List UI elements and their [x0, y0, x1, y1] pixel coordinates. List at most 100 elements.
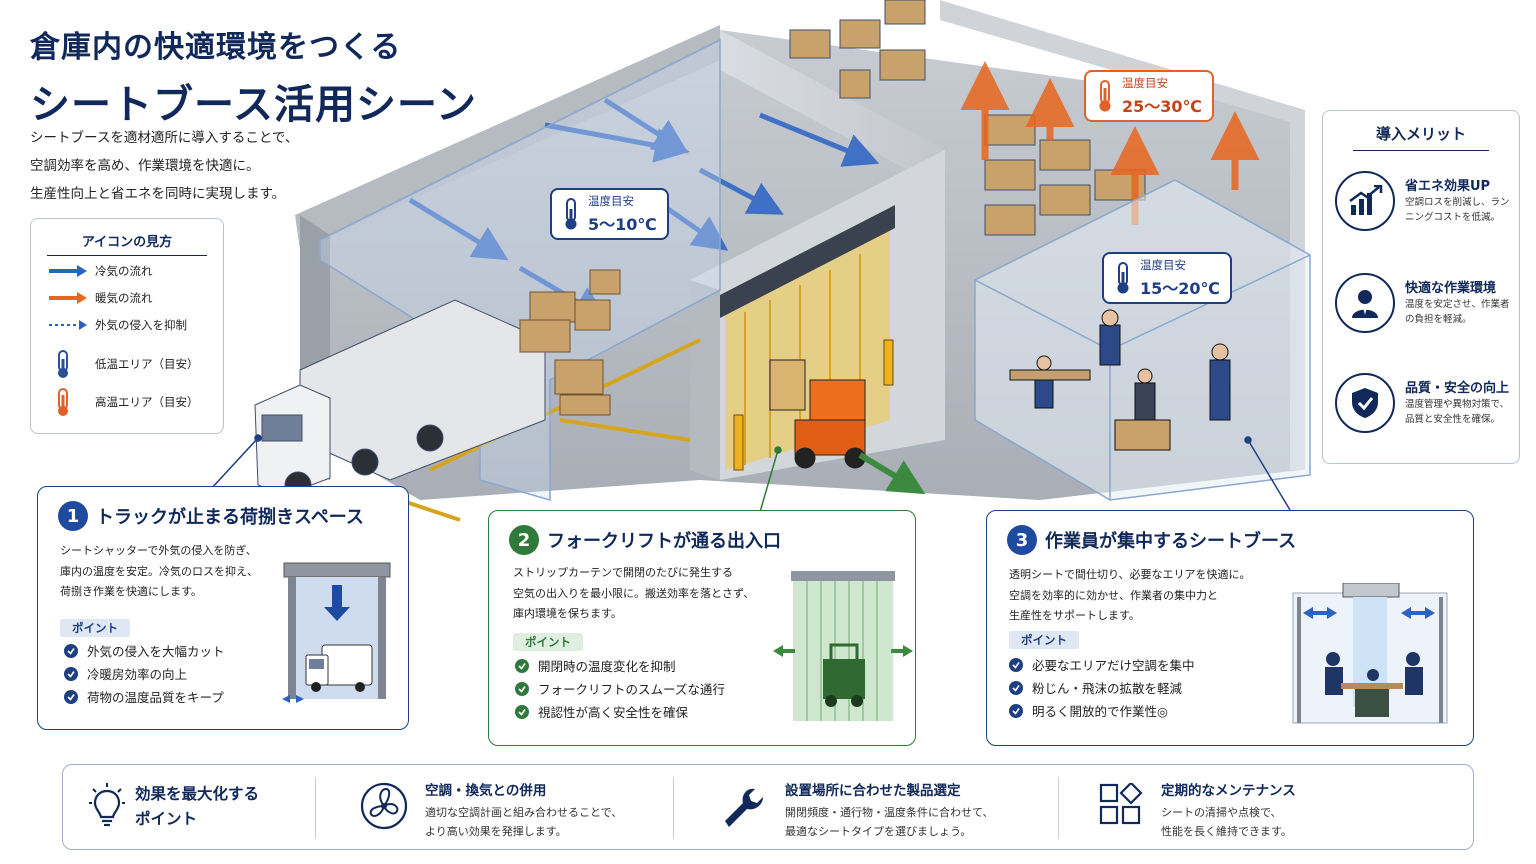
scenario-card-booth: 3 作業員が集中するシートブース 透明シートで間仕切り、必要なエリアを快適に。 …: [986, 510, 1474, 746]
partition-wall-side: [690, 280, 720, 480]
point-list: 外気の侵入を大幅カット 冷暖房効率の向上 荷物の温度品質をキープ: [64, 639, 225, 708]
temp-label: 温度目安: [1140, 258, 1186, 272]
point-list: 必要なエリアだけ空調を集中 粉じん・飛沫の拡散を軽減 明るく開放的で作業性◎: [1009, 653, 1195, 722]
forklift-path-arrow: [858, 452, 926, 495]
card-title: 作業員が集中するシートブース: [1045, 531, 1297, 552]
card-title: トラックが止まる荷捌きスペース: [96, 507, 364, 528]
temp-label: 温度目安: [588, 194, 634, 208]
merit-item: 快適な作業環境 温度を安定させ、作業者の負担を軽減。: [1335, 273, 1515, 343]
bar-chart-up-icon: [1349, 185, 1383, 215]
orange-arrow-icon: [49, 292, 87, 304]
intro-line: 生産性向上と省エネを同時に実現します。: [30, 186, 286, 202]
legend-item: 低温エリア（目安）: [47, 349, 199, 379]
hot-temp-badge: 温度目安 25〜30℃: [1084, 70, 1214, 122]
legend-label: 低温エリア（目安）: [95, 357, 199, 371]
merit-item: 品質・安全の向上 温度管理や異物対策で、品質と安全性を確保。: [1335, 373, 1515, 443]
page-title-line1: 倉庫内の快適環境をつくる: [30, 30, 402, 65]
card-connectors: [209, 434, 1291, 513]
legend-item: 高温エリア（目安）: [47, 387, 199, 417]
point-item: 冷暖房効率の向上: [64, 662, 225, 685]
point-item: 粉じん・飛沫の拡散を軽減: [1009, 676, 1195, 699]
temp-value: 15〜20℃: [1140, 279, 1220, 298]
tip-heading: 空調・換気との併用: [425, 783, 547, 799]
tip-heading: 定期的なメンテナンス: [1161, 783, 1296, 799]
intro-text: シートブースを適材適所に導入することで、 空調効率を高め、作業環境を快適に。 生…: [30, 124, 380, 208]
scenario-card-forklift: 2 フォークリフトが通る出入口 ストリップカーテンで開閉のたびに発生する 空気の…: [488, 510, 916, 746]
mid-temp-badge: 温度目安 15〜20℃: [1102, 252, 1232, 304]
legend-label: 冷気の流れ: [95, 264, 153, 278]
point-item: 明るく開放的で作業性◎: [1009, 699, 1195, 722]
check-icon: [1009, 680, 1023, 695]
check-icon: [515, 704, 529, 719]
check-icon: [64, 643, 78, 658]
legend-item: 冷気の流れ: [47, 263, 153, 279]
tip-item: 定期的なメンテナンス シートの清掃や点検で、 性能を長く維持できます。: [1099, 765, 1459, 851]
card-description: 透明シートで間仕切り、必要なエリアを快適に。 空調を効率的に効かせ、作業者の集中…: [1009, 568, 1251, 622]
tip-main: 効果を最大化する ポイント: [63, 765, 313, 851]
card-description: シートシャッターで外気の侵入を防ぎ、 庫内の温度を安定。冷気のロスを抑え、 荷捌…: [60, 544, 258, 598]
orange-thermometer-icon: [58, 388, 68, 416]
temp-value: 5〜10℃: [588, 215, 657, 234]
scenario-card-truck: 1 トラックが止まる荷捌きスペース シートシャッターで外気の侵入を防ぎ、 庫内の…: [37, 486, 409, 730]
back-wall-left: [295, 25, 720, 250]
point-item: フォークリフトのスムーズな通行: [515, 677, 725, 700]
legend-label: 暖気の流れ: [95, 291, 153, 305]
merit-panel: 導入メリット 省エネ効果UP 空調ロスを削減し、ランニングコストを低減。 快適な…: [1322, 110, 1520, 464]
tip-main-line: 効果を最大化する: [135, 785, 260, 803]
check-icon: [64, 666, 78, 681]
left-sheet-booth: [319, 38, 721, 501]
merit-heading: 省エネ効果UP: [1405, 179, 1491, 194]
tip-description: シートの清掃や点検で、 性能を長く維持できます。: [1161, 806, 1292, 838]
icon-legend: アイコンの見方 冷気の流れ 暖気の流れ 外気の侵入を抑制 低温エリア（目安） 高…: [30, 218, 224, 434]
blue-thermometer-icon: [565, 198, 577, 230]
tip-main-line: ポイント: [135, 810, 198, 828]
truck: [254, 299, 546, 499]
check-icon: [515, 658, 529, 673]
fan-icon: [360, 782, 408, 830]
point-item: 荷物の温度品質をキープ: [64, 685, 225, 708]
orange-thermometer-icon: [1099, 80, 1111, 112]
legend-item: 暖気の流れ: [47, 290, 153, 306]
worker-icon: [1352, 290, 1378, 318]
legend-label: 外気の侵入を抑制: [95, 318, 187, 332]
merit-title: 導入メリット: [1353, 123, 1489, 151]
tips-bar: 効果を最大化する ポイント 空調・換気との併用 適切な空調計画と組み合わせること…: [62, 764, 1474, 850]
tip-description: 開閉頻度・通行物・温度条件に合わせて、 最適なシートタイプを選びましょう。: [785, 806, 994, 838]
lightbulb-icon: [89, 783, 125, 827]
card-number-badge: 1: [58, 501, 88, 531]
cold-temp-badge: 温度目安 5〜10℃: [550, 188, 669, 240]
blue-thermometer-icon: [58, 350, 68, 378]
dotted-arrow-icon: [49, 320, 87, 330]
shelves-back: [789, 0, 926, 99]
check-icon: [64, 689, 78, 704]
blue-arrow-icon: [49, 265, 87, 277]
safety-bollards: [733, 339, 894, 471]
merit-heading: 品質・安全の向上: [1405, 381, 1510, 396]
tip-divider: [1058, 777, 1059, 839]
temp-value: 25〜30℃: [1122, 97, 1202, 116]
legend-title: アイコンの見方: [47, 231, 207, 256]
wrench-icon: [725, 788, 763, 827]
strip-curtain-illustration: [773, 571, 913, 721]
partition-wall-top: [720, 30, 945, 190]
point-label: ポイント: [60, 619, 130, 637]
pallet-boxes: [519, 269, 621, 416]
point-item: 必要なエリアだけ空調を集中: [1009, 653, 1195, 676]
booth-illustration: [1292, 583, 1448, 724]
point-item: 外気の侵入を大幅カット: [64, 639, 225, 662]
card-title: フォークリフトが通る出入口: [547, 531, 781, 552]
merit-heading: 快適な作業環境: [1405, 281, 1497, 296]
card-number-badge: 2: [509, 525, 539, 555]
point-item: 視認性が高く安全性を確保: [515, 700, 725, 723]
merit-description: 温度管理や異物対策で、品質と安全性を確保。: [1405, 399, 1510, 425]
point-item: 開閉時の温度変化を抑制: [515, 654, 725, 677]
point-label: ポイント: [513, 633, 583, 651]
intro-line: シートブースを適材適所に導入することで、: [30, 130, 299, 146]
legend-label: 高温エリア（目安）: [95, 395, 199, 409]
intro-line: 空調効率を高め、作業環境を快適に。: [30, 158, 260, 174]
tip-item: 空調・換気との併用 適切な空調計画と組み合わせることで、 より高い効果を発揮しま…: [353, 765, 673, 851]
check-icon: [1009, 657, 1023, 672]
forklift: [769, 359, 866, 469]
merit-description: 空調ロスを削減し、ランニングコストを低減。: [1405, 197, 1510, 223]
blue-thermometer-icon: [1117, 262, 1129, 294]
